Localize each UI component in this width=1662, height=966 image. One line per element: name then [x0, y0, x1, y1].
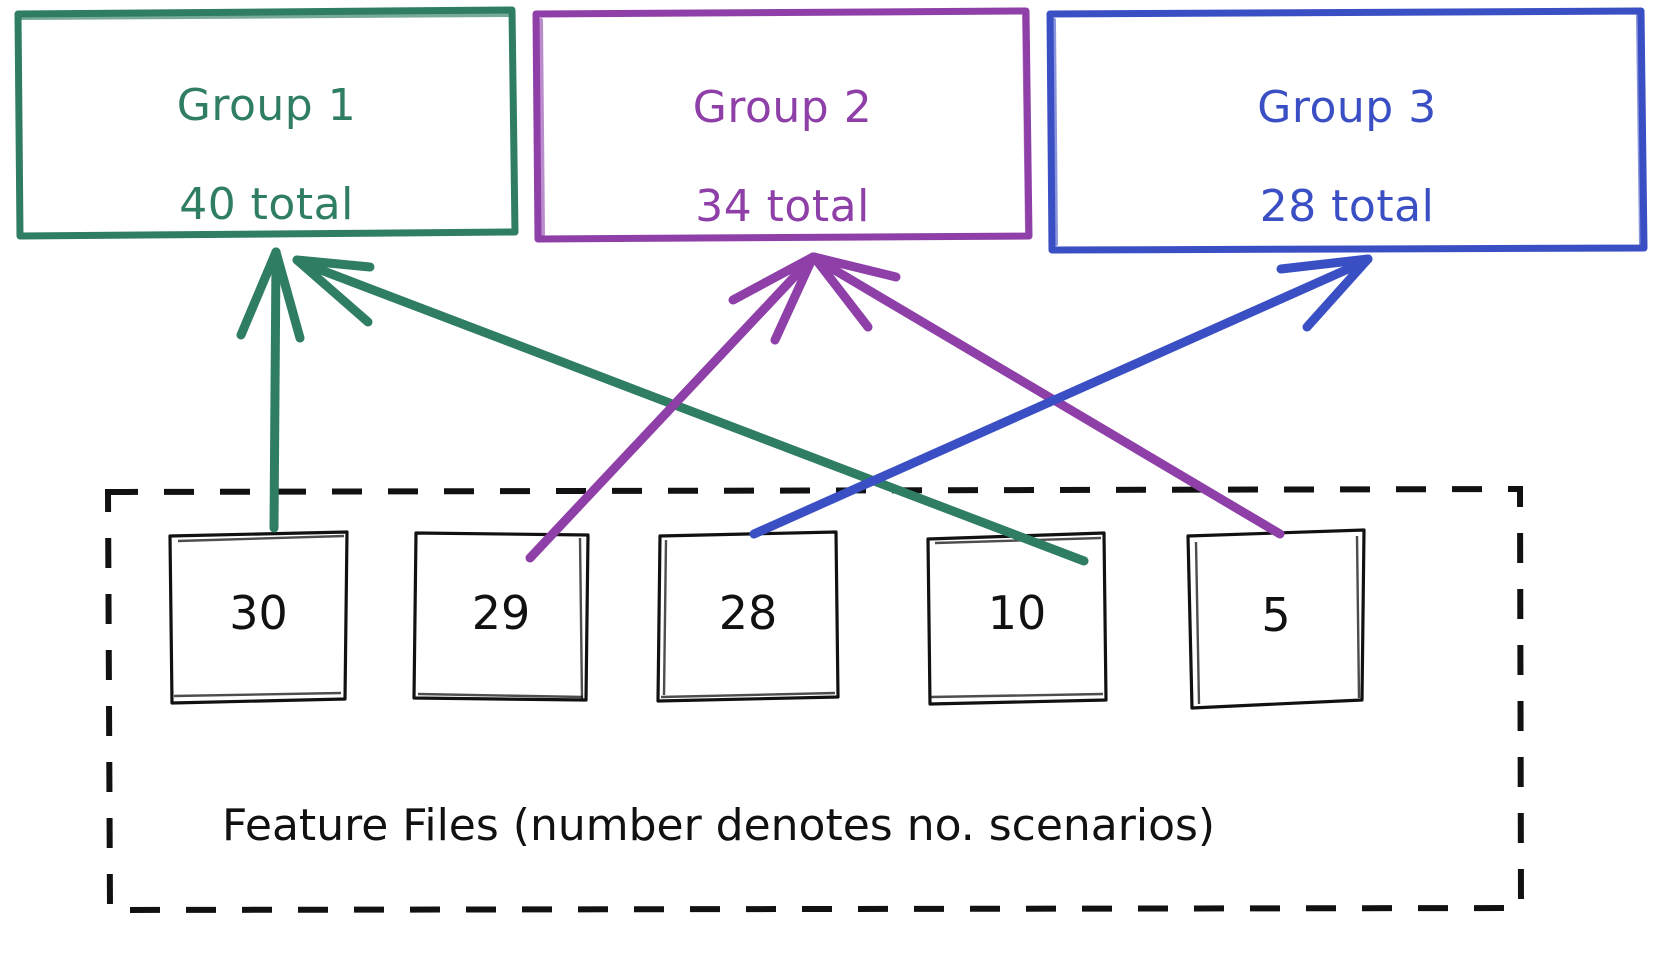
- file-box-28[interactable]: [656, 530, 840, 703]
- file-box-30[interactable]: [168, 530, 349, 705]
- file-box-10[interactable]: [926, 531, 1108, 706]
- feature-files-container: [104, 485, 1525, 914]
- group-2-box[interactable]: [532, 7, 1033, 243]
- file-label-28: 28: [718, 586, 778, 640]
- file-label-10: 10: [987, 586, 1047, 640]
- feature-files-caption: Feature Files (number denotes no. scenar…: [222, 800, 1216, 851]
- group-3-box[interactable]: [1046, 7, 1648, 254]
- arrow-file28-to-group3: [749, 254, 1373, 539]
- group-1-box[interactable]: [14, 6, 519, 240]
- file-box-29[interactable]: [412, 531, 590, 702]
- file-label-29: 29: [471, 586, 531, 640]
- arrow-file10-to-group1: [292, 255, 1089, 566]
- arrow-file30-to-group1: [236, 247, 305, 533]
- arrow-file5-to-group2: [809, 252, 1285, 539]
- file-box-5[interactable]: [1186, 528, 1366, 710]
- arrow-file29-to-group2: [525, 252, 818, 563]
- file-label-30: 30: [229, 586, 288, 640]
- file-label-5: 5: [1261, 588, 1291, 642]
